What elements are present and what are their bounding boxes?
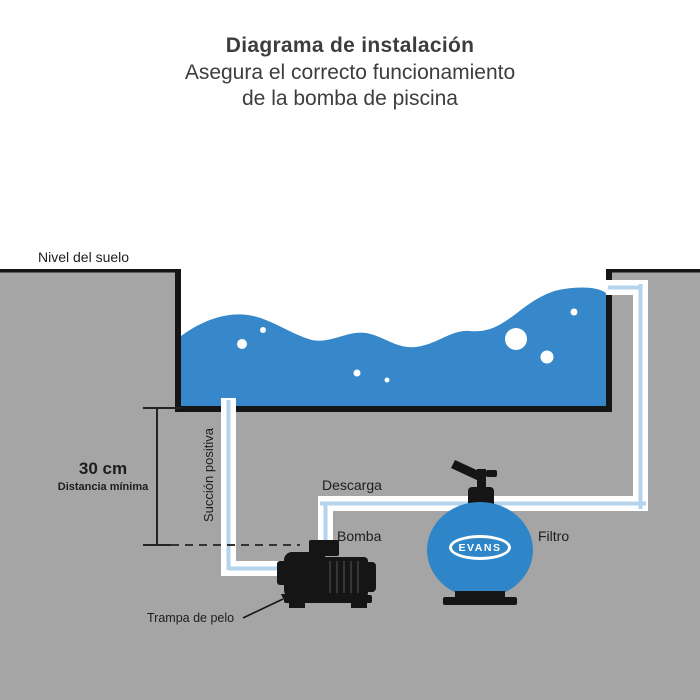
hair-trap-label: Trampa de pelo [147, 611, 235, 625]
filter-brand-logo: EVANS [449, 535, 511, 560]
filter-label: Filtro [538, 528, 570, 544]
page-title: Diagrama de instalación [225, 34, 475, 57]
pool-water [181, 287, 606, 406]
suction-label: Succión positiva [201, 428, 216, 522]
pump [277, 540, 376, 608]
pump-label: Bomba [337, 528, 382, 544]
filter-valve-handle [451, 460, 483, 481]
min-distance-value: 30 cm [78, 459, 128, 478]
ground-level-label: Nivel del suelo [38, 249, 130, 265]
min-distance-label: 30 cm Distancia mínima [49, 459, 157, 493]
discharge-label: Descarga [322, 477, 382, 493]
page-subtitle-line1: Asegura el correcto funcionamiento [184, 61, 516, 84]
pump-motor-fins [329, 561, 359, 593]
min-distance-caption: Distancia mínima [57, 481, 149, 493]
page-subtitle-line2: de la bomba de piscina [242, 87, 458, 110]
min-distance-measure [143, 407, 181, 546]
hair-trap-arrow [242, 594, 291, 619]
water-bubbles [237, 308, 578, 383]
pool-outline [0, 269, 700, 412]
